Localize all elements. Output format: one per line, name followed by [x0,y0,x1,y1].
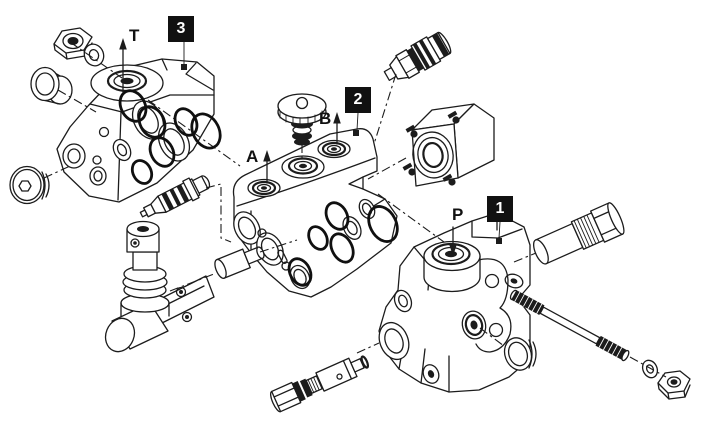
relief-valve-bottom [270,355,370,413]
washer-top-left [83,43,105,67]
hand-knob [277,93,327,146]
tie-rod-stud [509,289,630,362]
spool [214,246,265,279]
port-arrows [119,38,457,256]
b-port-label: B [319,109,332,128]
relief-cartridge-top [383,31,452,81]
callout-leaders [181,41,502,244]
callout-2: 2 [345,87,371,113]
a-port-label: A [246,147,259,166]
outlet-section-body [56,58,215,203]
check-valve-cartridge [139,175,211,218]
actuator-assembly [104,220,215,353]
center-lines [43,41,667,378]
socket-plug-far-left [9,165,50,205]
b-port-arrow [333,112,341,145]
flange-fitting [402,103,495,187]
port-plug-bottom-right [503,337,537,371]
t-port-arrow [119,38,127,93]
o-rings [118,89,399,287]
callout-3: 3 [168,16,194,42]
a-port-arrow [263,150,271,184]
p-port-label: P [452,205,464,224]
inlet-section-body [378,212,531,393]
p-port-arrow [449,226,457,256]
port-plug-upper-left [30,66,73,105]
hex-nut-top-left [53,27,93,60]
plug-fitting-right [532,202,625,265]
hex-nut-bottom-right [657,370,691,400]
callout-1: 1 [487,196,513,222]
washer-bottom-right [641,359,659,379]
t-port-label: T [129,26,140,45]
